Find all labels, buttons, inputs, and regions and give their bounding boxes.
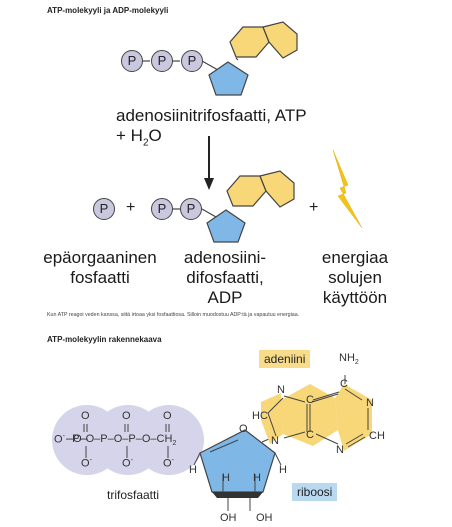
adp-label: adenosiini- difosfaatti, ADP	[183, 248, 267, 307]
atp-adenine-ring-1	[229, 26, 270, 58]
ribose-structure	[199, 429, 276, 493]
atp-phosphate-3: P	[181, 50, 203, 72]
atp-bond-ribose-adenine	[235, 57, 239, 61]
atom-ch-2: CH	[369, 430, 385, 442]
ribose-thick-edge	[212, 492, 263, 498]
atp-label: adenosiinitrifosfaatti, ATP	[116, 106, 307, 125]
adp-adenine-ring-1	[226, 175, 267, 207]
atom-nh2: NH2	[339, 352, 359, 367]
ribose-atom-oh-1: OH	[220, 512, 237, 524]
atp-phosphate-2: P	[151, 50, 173, 72]
ribose-atom-o: O	[239, 423, 248, 435]
inorganic-phosphate: P	[93, 198, 115, 220]
caption: Kun ATP reagoi veden kanssa, siitä irtoa…	[47, 312, 300, 318]
atom-n-7: N	[277, 384, 285, 396]
atom-o-top-2: O	[122, 410, 131, 422]
atom-n-9: N	[271, 435, 279, 447]
adp-phosphate-2: P	[180, 198, 202, 220]
adp-ribose-pentagon	[206, 209, 246, 243]
atp-adenine-ring-2	[262, 21, 298, 59]
ribose-atom-h-2: H	[279, 464, 287, 476]
energy-label: energiaa solujen käyttöön	[321, 248, 389, 307]
phosphate-chain: –P–O–P–O–P–O–CH2	[66, 433, 177, 448]
atom-o-top-3: O	[163, 410, 172, 422]
bond-o-left: –O–	[67, 433, 88, 445]
ribose-atom-h-3: H	[222, 472, 230, 484]
atom-o-minus-2: O-	[122, 457, 133, 470]
ribose-atom-oh-2: OH	[256, 512, 273, 524]
triphosphate-label: trifosfaatti	[107, 488, 160, 502]
atom-n-1: N	[366, 397, 374, 409]
inorganic-phosphate-label: epäorgaaninen fosfaatti	[43, 248, 157, 287]
adenine-label: adeniini	[259, 350, 311, 368]
ribose-atom-h-4: H	[253, 472, 261, 484]
lightning-bolt-icon	[332, 149, 363, 229]
atom-c-6: C	[340, 378, 348, 390]
atom-n-3: N	[336, 444, 344, 456]
adp-adenine-ring-2	[259, 170, 295, 208]
atp-ribose-pentagon	[208, 61, 249, 96]
plus-sign-2: +	[309, 199, 319, 216]
atp-phosphate-1: P	[121, 50, 143, 72]
atom-o-minus-left: O-	[54, 433, 65, 446]
plus-sign-1: +	[126, 199, 136, 216]
atom-c-5: C	[306, 394, 314, 406]
reaction-arrow-head	[204, 178, 214, 190]
ribose-label: riboosi	[292, 483, 338, 501]
atom-c-4: C	[306, 429, 314, 441]
triphosphate-blob-3	[134, 405, 204, 475]
ribose-atom-h-1: H	[189, 464, 197, 476]
section-title-structure: ATP-molekyylin rakennekaava	[47, 335, 162, 344]
adp-phosphate-1: P	[151, 198, 173, 220]
atom-o-minus-3: O-	[163, 457, 174, 470]
atom-o-minus-1: O-	[81, 457, 92, 470]
atp-bond-p-ribose	[201, 60, 219, 71]
water-label: + H2O	[116, 126, 162, 149]
atom-o-top-1: O	[81, 410, 90, 422]
atom-hc-8: HC	[252, 410, 268, 422]
adp-bond-p-ribose	[201, 208, 217, 218]
section-title-atp-adp: ATP-molekyyli ja ADP-molekyyli	[47, 6, 169, 15]
